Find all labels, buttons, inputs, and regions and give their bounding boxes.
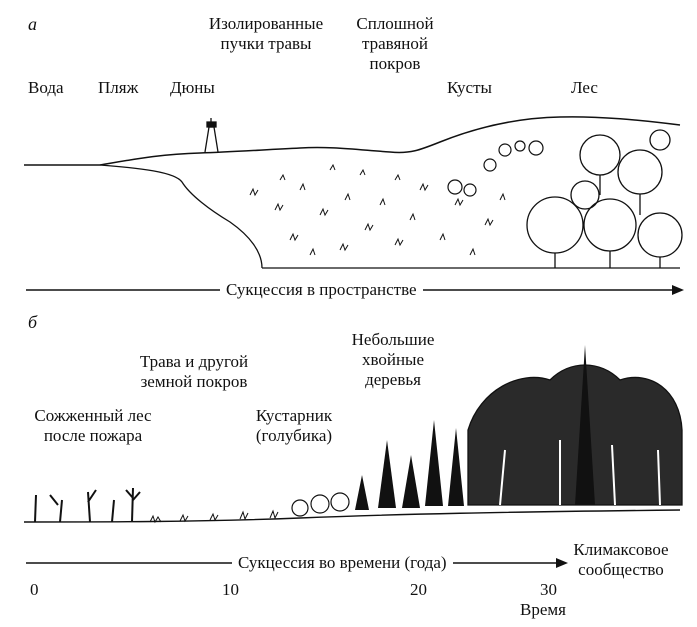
burned-forest-line-1: Сожженный лес	[34, 406, 152, 425]
small-conifers-label: Небольшие хвойные деревья	[338, 330, 448, 390]
continuous-grass-label: Сплошной травяной покров	[340, 14, 450, 74]
panel-b-letter: б	[28, 312, 38, 332]
shore-line	[99, 116, 681, 166]
lighthouse	[204, 118, 219, 153]
burned-forest-label: Сожженный лес после пожара	[22, 406, 164, 446]
grass-ground-label: Трава и другой земной покров	[124, 352, 264, 392]
burned-snags	[34, 487, 141, 523]
small-conifers-line-1: Небольшие	[351, 330, 435, 349]
grass-tufts	[249, 163, 506, 256]
climax-forest	[467, 345, 683, 506]
beach-label: Пляж	[98, 78, 139, 97]
small-conifers	[355, 420, 464, 510]
shrubs	[447, 140, 544, 197]
grass-ground-line-1: Трава и другой	[139, 352, 249, 371]
shrub-label: Кустарник (голубика)	[242, 406, 346, 446]
climax-line-2: сообщество	[578, 560, 664, 579]
dunes-label: Дюны	[170, 78, 215, 97]
forest	[526, 129, 683, 268]
time-label: Время	[520, 600, 566, 619]
ground-cover	[149, 509, 279, 524]
landscape-spatial	[24, 116, 683, 269]
panel-a-letter: а	[28, 14, 37, 34]
space-axis-label: Сукцессия в пространстве	[220, 280, 423, 300]
tick-30: 30	[540, 580, 557, 599]
small-conifers-line-2: хвойные	[361, 350, 425, 369]
shrub-line-1: Кустарник	[255, 406, 333, 425]
grass-ground-line-2: земной покров	[140, 372, 248, 391]
shrub-line-2: (голубика)	[255, 426, 333, 445]
tick-10: 10	[222, 580, 239, 599]
continuous-grass-line-2: травяной	[362, 34, 428, 53]
isolated-grass-label: Изолированные пучки травы	[196, 14, 336, 54]
water-label: Вода	[28, 78, 64, 97]
shrubs-label: Кусты	[447, 78, 492, 97]
climax-label: Климаксовое сообщество	[562, 540, 680, 580]
time-axis-label: Сукцессия во времени (года)	[232, 553, 453, 573]
isolated-grass-line-1: Изолированные	[208, 14, 324, 33]
blueberry-shrubs	[291, 492, 350, 517]
burned-forest-line-2: после пожара	[43, 426, 143, 445]
continuous-grass-line-3: покров	[369, 54, 421, 73]
tick-20: 20	[410, 580, 427, 599]
landscape-temporal	[23, 345, 683, 524]
isolated-grass-line-2: пучки травы	[220, 34, 312, 53]
beach-curve	[99, 164, 263, 269]
ground-b	[23, 509, 681, 523]
tick-0: 0	[30, 580, 39, 599]
forest-label: Лес	[571, 78, 598, 97]
climax-line-1: Климаксовое	[573, 540, 669, 559]
small-conifers-line-3: деревья	[365, 370, 421, 389]
continuous-grass-line-1: Сплошной	[356, 14, 434, 33]
